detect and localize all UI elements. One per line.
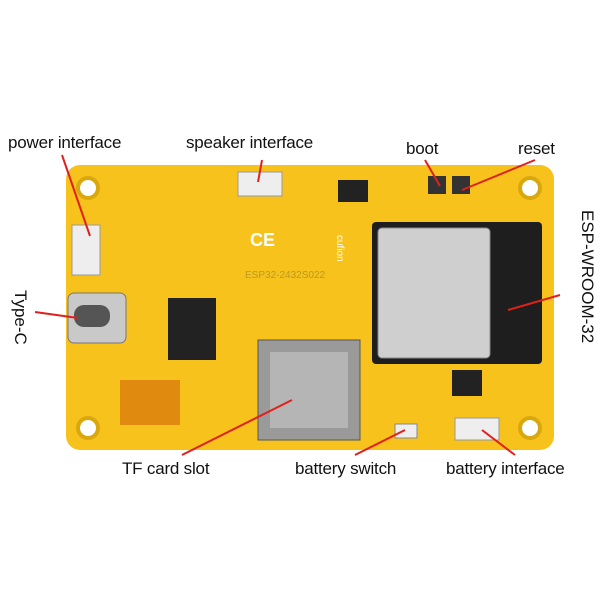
label-power-interface: power interface (8, 133, 122, 152)
mount-hole (518, 176, 542, 200)
label-boot: boot (406, 139, 439, 158)
battery-switch-part (394, 423, 418, 439)
power-connector (71, 224, 101, 276)
mount-hole (76, 416, 100, 440)
mount-hole (518, 416, 542, 440)
label-speaker-interface: speaker interface (186, 133, 314, 152)
module-shield (377, 227, 491, 359)
ce-mark: CE (250, 230, 276, 250)
mount-hole (76, 176, 100, 200)
chip (452, 370, 482, 396)
label-battery-switch: battery switch (295, 459, 397, 478)
label-battery-interface: battery interface (446, 459, 565, 478)
flex-cable (120, 380, 180, 425)
chip (338, 180, 368, 202)
label-esp-wroom-32: ESP-WROOM-32 (578, 210, 597, 344)
label-type-c: Type-C (11, 290, 30, 345)
reset-button (452, 176, 470, 194)
label-reset: reset (518, 139, 555, 158)
label-tf-card-slot: TF card slot (122, 459, 210, 478)
board-model: ESP32-2432S022 (245, 270, 326, 281)
leader-lines (34, 154, 561, 456)
boot-button (428, 176, 446, 194)
chip (168, 298, 216, 360)
brand-logo: cufion (334, 235, 345, 262)
